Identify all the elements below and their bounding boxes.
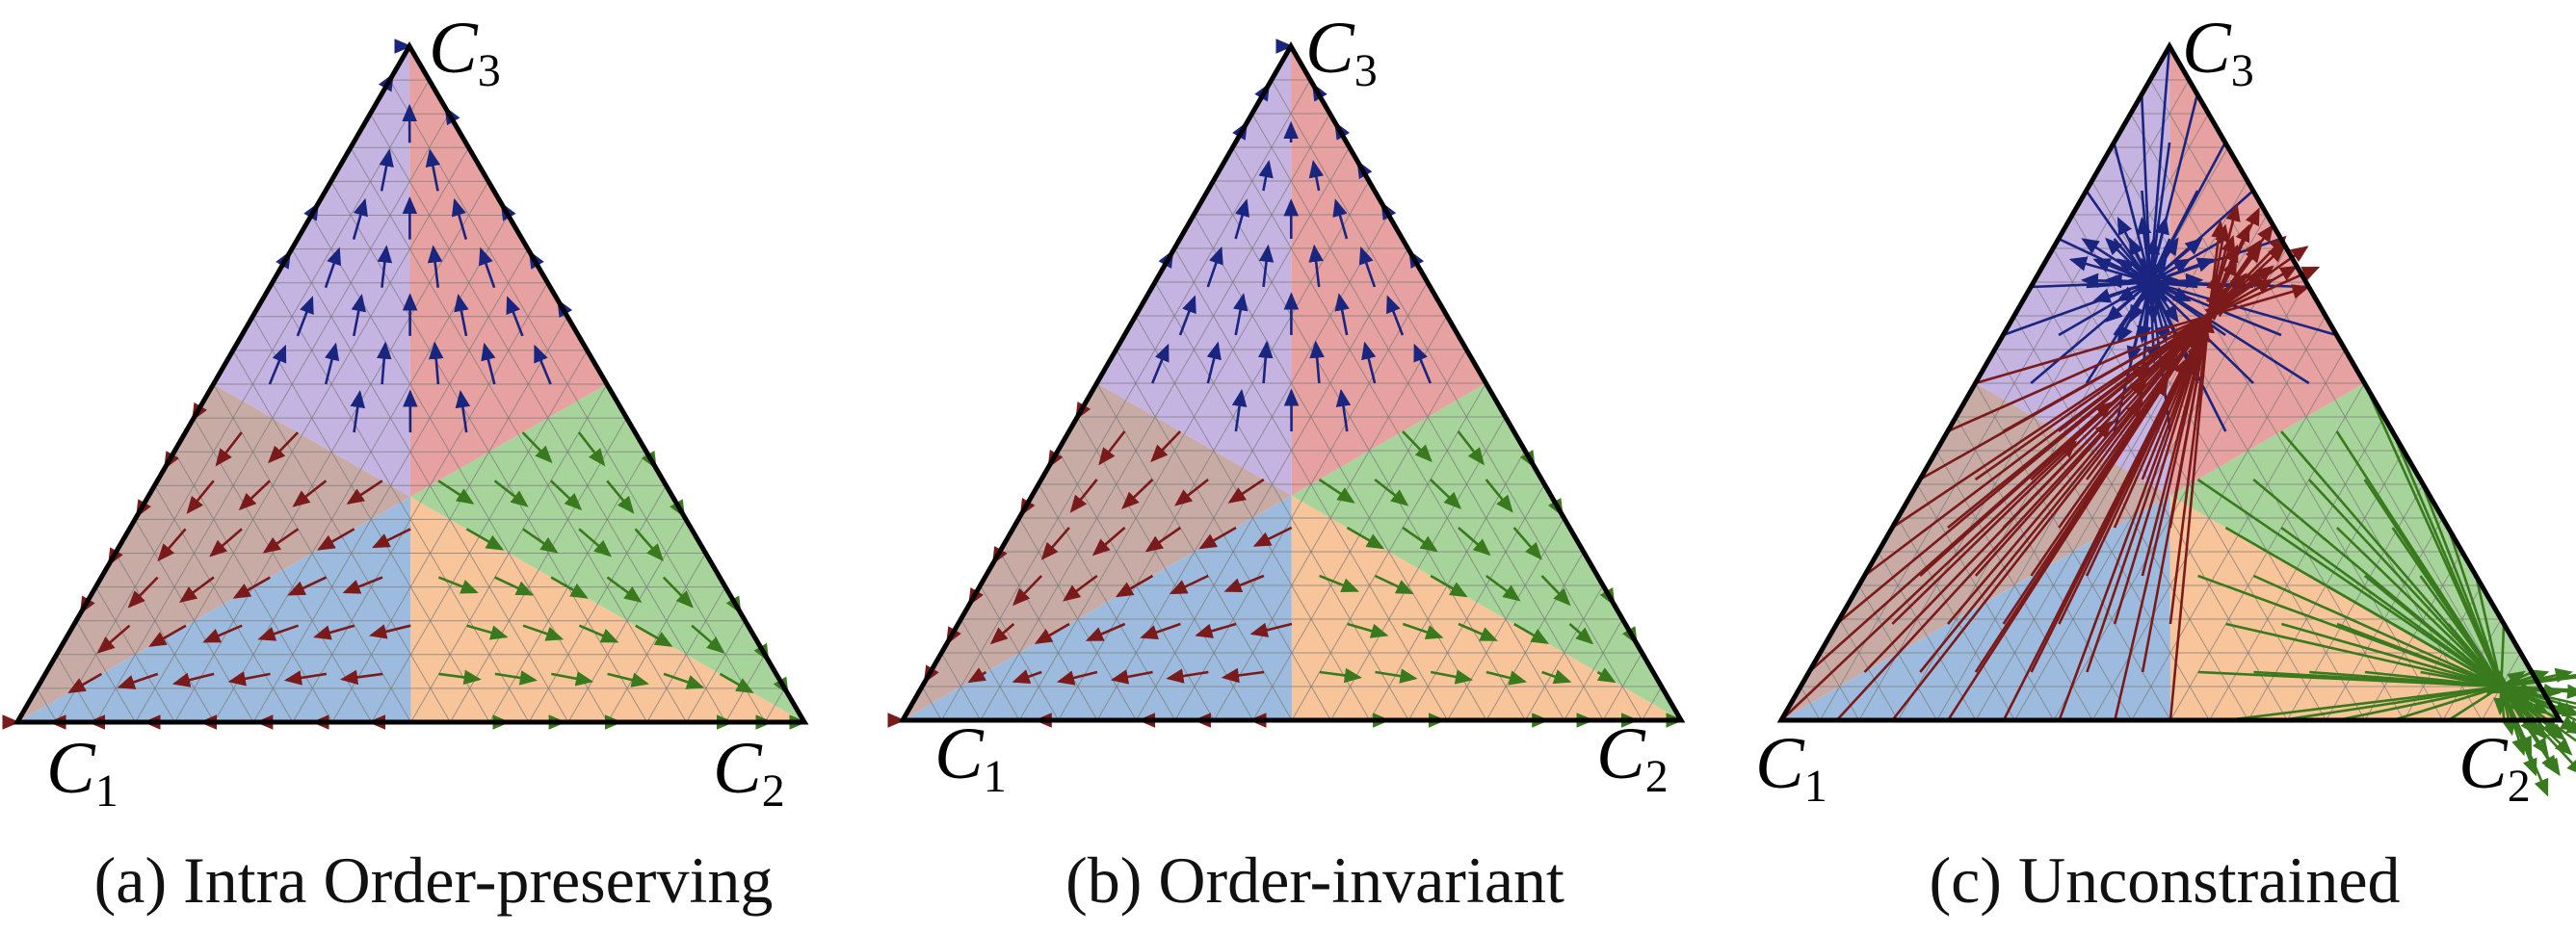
- simplex-plot-b: [881, 0, 1748, 838]
- panel-order-invariant: C3 C1 C2 (b) Order-invariant: [881, 0, 1748, 934]
- vertex-label-c3: C3: [429, 12, 501, 94]
- simplex-plot-a: [0, 0, 867, 838]
- vertex-label-c1: C1: [46, 732, 118, 815]
- caption-b: (b) Order-invariant: [881, 843, 1748, 919]
- panel-unconstrained: C3 C1 C2 (c) Unconstrained: [1760, 0, 2576, 934]
- vertex-label-c3: C3: [2182, 12, 2254, 94]
- simplex-plot-c: [1760, 0, 2576, 838]
- vertex-label-c1: C1: [1755, 727, 1827, 810]
- caption-c: (c) Unconstrained: [1731, 843, 2576, 919]
- panel-intra-order-preserving: C3 C1 C2 (a) Intra Order-preserving: [0, 0, 867, 934]
- caption-a: (a) Intra Order-preserving: [0, 843, 867, 919]
- vertex-label-c2: C2: [1596, 717, 1669, 800]
- vertex-label-c1: C1: [934, 717, 1007, 800]
- vertex-label-c2: C2: [713, 732, 785, 815]
- vertex-label-c3: C3: [1305, 12, 1378, 94]
- vertex-label-c2: C2: [2458, 727, 2531, 810]
